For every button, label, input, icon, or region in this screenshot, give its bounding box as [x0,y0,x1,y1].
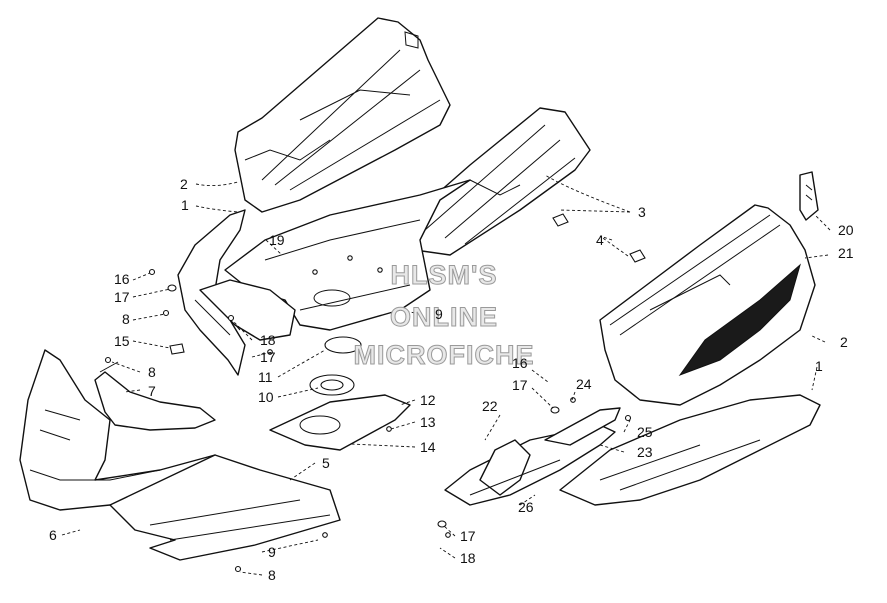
callout-16-left: 16 [114,271,130,287]
side-panel-right [559,394,821,506]
callout-labels: 2 1 19 16 17 8 15 18 17 9 11 10 8 7 12 1… [49,176,854,583]
callout-17-right: 17 [512,377,528,393]
callout-17-bottom: 17 [460,528,476,544]
callout-21: 21 [838,245,854,261]
callout-8-bottom: 8 [268,567,276,583]
callout-2-left: 2 [180,176,188,192]
callout-4: 4 [596,232,604,248]
callout-19: 19 [269,232,285,248]
callout-17-mid: 17 [260,349,276,365]
callout-6: 6 [49,527,57,543]
callout-8-left: 8 [122,311,130,327]
callout-7: 7 [148,383,156,399]
callout-23: 23 [637,444,653,460]
callout-1-left: 1 [181,197,189,213]
watermark-line-3: MICROFICHE [354,340,535,370]
floor-plate [269,394,411,451]
callout-13: 13 [420,414,436,430]
hardware-small-parts [104,213,646,573]
callout-11: 11 [258,369,273,385]
callout-5: 5 [322,455,330,471]
front-nose-left [19,349,231,511]
callout-18-bottom: 18 [460,550,476,566]
callout-1-right: 1 [815,358,823,374]
callout-26: 26 [518,499,534,515]
belly-pan [109,454,341,561]
bracket-7 [94,361,216,431]
callout-15: 15 [114,333,130,349]
callout-14: 14 [420,439,436,455]
hood-panel-right [599,204,816,406]
callout-24: 24 [576,376,592,392]
callout-22: 22 [482,398,498,414]
callout-25: 25 [637,424,653,440]
base-panel [224,179,471,331]
callout-20: 20 [838,222,854,238]
callout-8-mid: 8 [148,364,156,380]
callout-9-bottom: 9 [268,544,276,560]
callout-16-right: 16 [512,355,528,371]
callout-3: 3 [638,204,646,220]
watermark-line-1: HLSM'S [391,260,498,290]
hood-panel-left [234,17,451,213]
callout-17-left: 17 [114,289,130,305]
callout-12: 12 [420,392,436,408]
side-panel-left [177,209,296,376]
callout-10: 10 [258,389,274,405]
callout-9-top: 9 [435,306,443,322]
leader-lines [61,174,831,576]
front-nose-right [444,407,621,506]
watermark: HLSM'S ONLINE MICROFICHE [353,260,535,371]
watermark-line-2: ONLINE [390,302,498,332]
center-console-tray [399,107,591,256]
callout-2-right: 2 [840,334,848,350]
bracket-20 [799,171,819,221]
callout-18-mid: 18 [260,332,276,348]
